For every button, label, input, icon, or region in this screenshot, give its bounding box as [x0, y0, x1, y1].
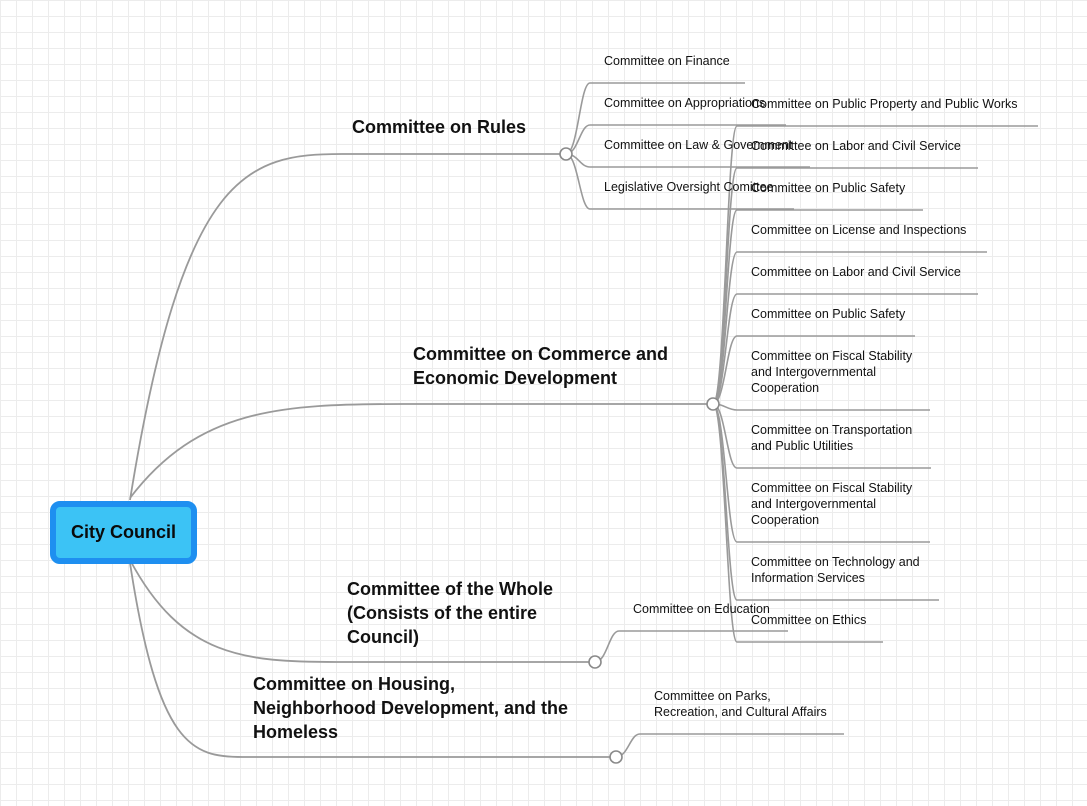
branch-label[interactable]: Committee on Rules [352, 117, 527, 137]
child-connector [712, 403, 883, 643]
child-label[interactable]: Committee on Finance [604, 54, 730, 68]
child-label[interactable]: Committee on Public Safety [751, 181, 906, 195]
child-label[interactable]: Committee on Public Property and Public … [751, 97, 1018, 111]
collapse-knobs [559, 147, 720, 764]
branch-label[interactable]: Committee of the Whole(Consists of the e… [347, 579, 553, 647]
child-label[interactable]: Committee on Public Safety [751, 307, 906, 321]
branch-label[interactable]: Committee on Housing,Neighborhood Develo… [253, 674, 569, 742]
child-label[interactable]: Committee on Ethics [751, 613, 867, 627]
child-connector [712, 403, 930, 411]
child-label[interactable]: Committee on License and Inspections [751, 223, 967, 237]
child-connector [594, 630, 788, 663]
child-label[interactable]: Committee on Labor and Civil Service [751, 265, 961, 279]
child-label[interactable]: Committee on Law & Government [604, 138, 793, 152]
branch-connector [129, 562, 616, 758]
collapse-toggle[interactable] [609, 750, 623, 764]
child-label[interactable]: Legislative Oversight Comittee [604, 180, 774, 194]
child-label[interactable]: Committee on Education [633, 602, 770, 616]
child-connector [615, 733, 844, 758]
root-label: City Council [70, 522, 176, 542]
child-connector [565, 153, 810, 168]
collapse-toggle[interactable] [559, 147, 573, 161]
branch-connector [129, 559, 595, 663]
child-label[interactable]: Committee on Labor and Civil Service [751, 139, 961, 153]
root-node[interactable]: City Council [50, 501, 197, 564]
child-label[interactable]: Committee on Appropriations [604, 96, 766, 110]
branch-connector [129, 153, 566, 501]
child-label[interactable]: Committee on Parks,Recreation, and Cultu… [654, 689, 827, 719]
collapse-toggle[interactable] [706, 397, 720, 411]
collapse-toggle[interactable] [588, 655, 602, 669]
branch-connector [129, 403, 713, 499]
